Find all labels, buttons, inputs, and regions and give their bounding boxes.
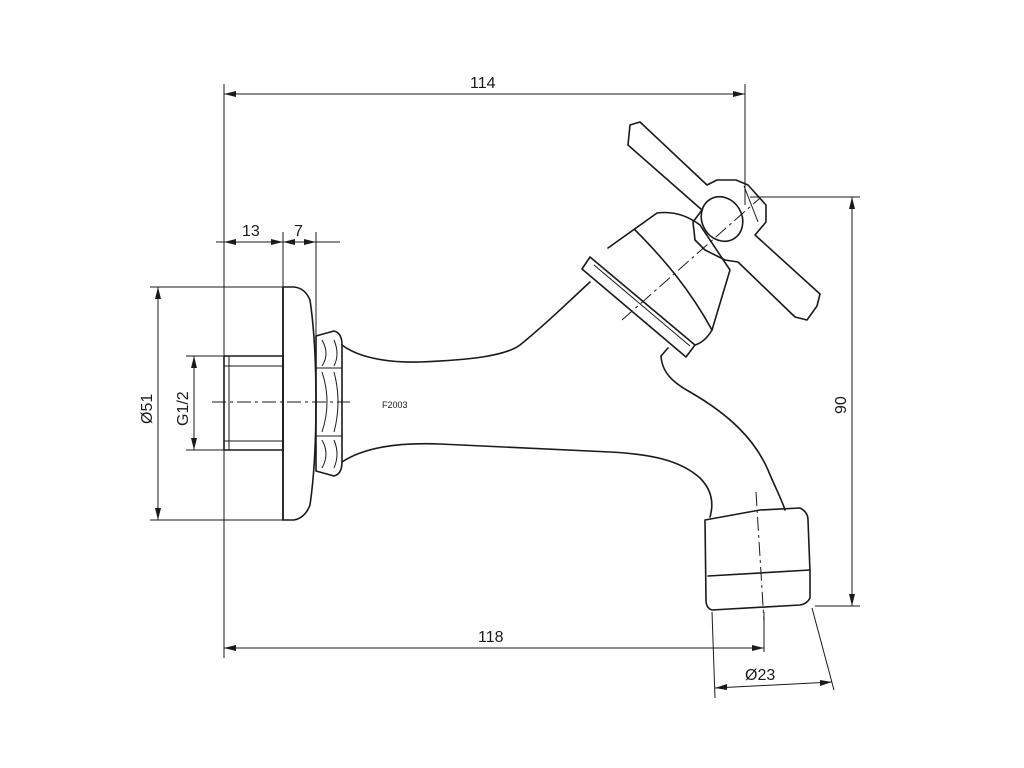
outlet-nozzle — [704, 507, 811, 611]
wall-flange — [282, 286, 317, 521]
dim-g12-label: G1/2 — [175, 391, 192, 426]
dim-outlet-diameter: Ø23 — [714, 667, 833, 690]
valve-axis — [621, 197, 761, 321]
dim-overall-bottom: 118 — [224, 629, 764, 651]
model-code: F2003 — [382, 400, 408, 410]
cross-handle — [627, 121, 821, 321]
dim-thread: G1/2 — [175, 356, 197, 450]
dim-height: 90 — [833, 197, 855, 606]
dim-7-label: 7 — [294, 223, 303, 240]
faucet-outline — [223, 121, 821, 611]
dim-d51-label: Ø51 — [139, 394, 156, 424]
dim-overall-top: 114 — [224, 75, 745, 97]
hex-nut — [315, 330, 343, 477]
outlet-axis — [755, 491, 765, 623]
valve-bonnet — [581, 211, 731, 358]
dim-d23-label: Ø23 — [745, 667, 775, 684]
dim-90-label: 90 — [833, 396, 850, 414]
dim-flange-diameter: Ø51 — [139, 287, 161, 520]
center-lines — [212, 197, 765, 623]
spout-body — [341, 281, 713, 518]
dim-flange-depth: 13 7 — [216, 223, 340, 245]
spout-neck — [660, 355, 786, 511]
extension-lines — [150, 84, 860, 699]
dim-118-label: 118 — [478, 629, 504, 646]
thread-connector — [223, 355, 284, 451]
dim-114-label: 114 — [470, 75, 496, 92]
dim-13-label: 13 — [242, 223, 260, 240]
